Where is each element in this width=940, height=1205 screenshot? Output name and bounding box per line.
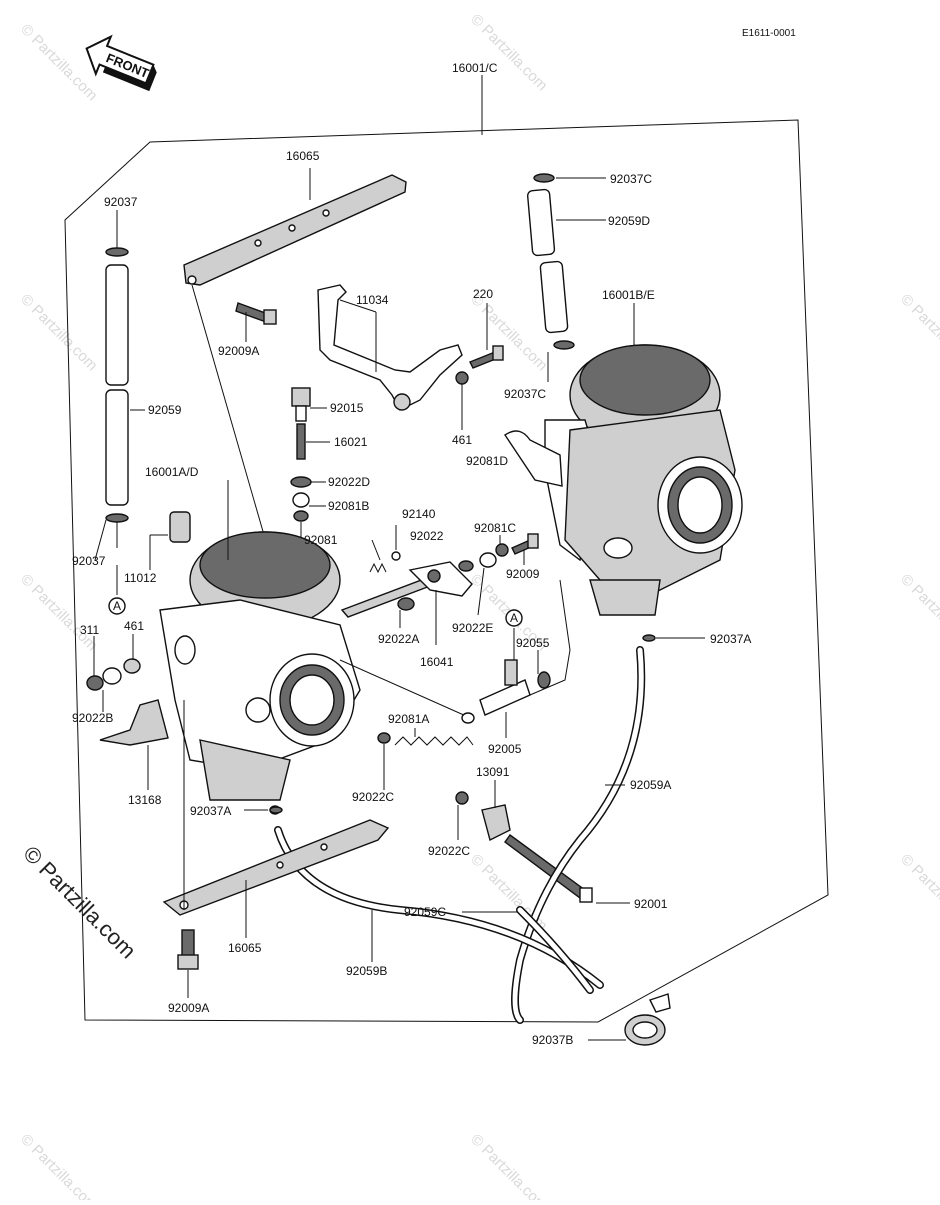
part-label: 92037A [710,632,751,646]
part-labels: 16001/C 16065 92037 92009A 11034 220 920… [72,61,751,1047]
clamp-92037b [624,993,671,1046]
watermark: © Partzilla.com [467,11,550,94]
part-label: 92001 [634,897,668,911]
part-label: 92081 [304,533,338,547]
assembly-frame [64,119,829,1023]
part-label: 11034 [356,293,389,307]
watermark: © Partzilla.com [17,291,100,374]
part-label: 92055 [516,636,550,650]
carburetor-left [159,531,361,815]
part-label: 92009A [218,344,259,358]
part-label: 92037C [504,387,546,401]
spring-92081a [394,736,474,746]
watermark-large: © Partzilla.com [18,841,141,964]
part-label: 92022C [428,844,470,858]
part-label: 16001A/D [145,465,199,479]
part-label: 16001B/E [602,288,655,302]
hose-92059b [274,826,604,989]
washer-461b [123,658,141,674]
part-label: 92009A [168,1001,209,1015]
part-label: 461 [124,619,144,633]
watermark: © Partzilla.com [897,291,940,374]
part-label: 92059D [608,214,650,228]
hose-92059a [511,646,646,1024]
part-label: 92081A [388,712,429,726]
part-label: 16001/C [452,61,498,75]
small-spring [369,562,387,574]
fitting-92005 [479,659,551,716]
circle-marker: A [113,599,121,613]
part-label: 92015 [330,401,364,415]
washer-461 [102,667,122,685]
part-label: 13091 [476,765,510,779]
part-label: 220 [473,287,493,301]
part-label: 92009 [506,567,540,581]
watermark: © Partzilla.com [897,571,940,654]
clip-92037a [642,634,656,642]
nut-311 [86,675,104,691]
washer-92022c [377,732,391,744]
part-label: 16041 [420,655,454,669]
part-label: 92022C [352,790,394,804]
part-label: 92140 [402,507,436,521]
part-label: 16065 [228,941,262,955]
part-label: 92022A [378,632,419,646]
part-label: 461 [452,433,472,447]
part-label: 92037B [532,1033,573,1047]
part-label: 92022B [72,711,113,725]
top-bracket [183,174,407,286]
part-label: 16021 [334,435,368,449]
part-label: 13168 [128,793,162,807]
washer-92022c-b [455,791,469,805]
watermark: © Partzilla.com [17,1131,100,1200]
hose-right-top [526,173,575,350]
bolt-92009a-bottom [177,929,199,970]
part-label: 311 [80,623,99,637]
hose-left [105,247,129,523]
part-label: 92037 [104,195,138,209]
part-label: 92037A [190,804,231,818]
hose-92059c [516,906,594,994]
circle-marker: A [510,611,518,625]
part-label: 92059C [404,905,446,919]
watermark: © Partzilla.com [17,21,100,104]
washer-92022e [479,552,497,568]
screw-220 [469,345,504,369]
watermark: © Partzilla.com [897,851,940,934]
front-arrow-icon: FRONT [85,34,157,92]
part-label: 92005 [488,742,522,756]
carburetor-right [504,344,743,616]
part-label: 16065 [286,149,320,163]
part-label: 92081C [474,521,516,535]
part-label: 92081D [466,454,508,468]
part-label: 92022 [410,529,444,543]
cap-11012 [169,511,191,543]
washer-92081c [495,543,509,557]
link-shaft [340,561,473,618]
bolt-92009 [511,533,539,555]
watermark: © Partzilla.com [17,571,100,654]
reference-code: E1611-0001 [742,28,796,39]
part-label: 92059A [630,778,671,792]
part-label: 92037C [610,172,652,186]
watermark: © Partzilla.com [467,1131,550,1200]
part-label: 92059B [346,964,387,978]
part-label: 11012 [124,571,157,585]
part-label: 92037 [72,554,106,568]
throttle-lever [317,284,463,411]
bracket-13168 [99,699,169,746]
washer-92022 [458,560,474,572]
bolt-92009a [235,302,277,325]
pilot-screw-13091 [481,804,593,903]
part-label: 92059 [148,403,182,417]
part-label: 92022D [328,475,370,489]
part-label: 92081B [328,499,369,513]
left-stack-parts [290,387,312,522]
part-label: 92022E [452,621,493,635]
